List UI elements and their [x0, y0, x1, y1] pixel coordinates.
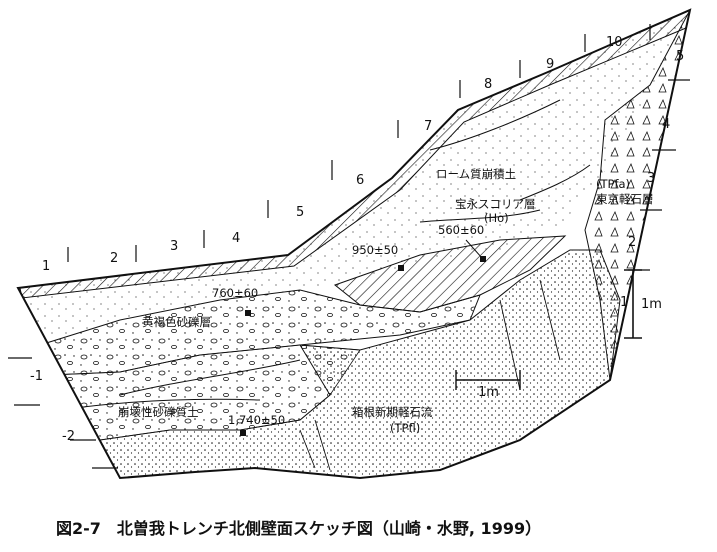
horizontal-scale-bar: 1m [455, 370, 521, 400]
layer-labels: ローム質崩積土 宝永スコリア層 (Ho) (TPfa) 東京軽石層 黄褐色砂礫層… [118, 167, 654, 435]
label-loam: ローム質崩積土 [436, 167, 516, 181]
date-950: 950±50 [352, 243, 398, 257]
top-scale-label-7: 7 [424, 119, 432, 134]
date-760: 760±60 [212, 286, 258, 300]
top-scale-label-5: 5 [296, 205, 304, 220]
right-scale-label-4: 4 [662, 117, 670, 132]
date-labels: 560±60 950±50 760±60 1,740±50 [212, 223, 484, 427]
top-scale-label-10: 10 [606, 35, 623, 50]
label-tokyo-abbr: (TPfa) [596, 177, 630, 191]
top-scale-label-3: 3 [170, 239, 178, 254]
label-tokyo: 東京軽石層 [596, 192, 654, 206]
label-yellow-gravel: 黄褐色砂礫層 [142, 315, 211, 329]
right-scale: 5 4 3 2 1 [620, 49, 690, 310]
left-scale: -1 -2 [8, 357, 118, 469]
top-scale-label-2: 2 [110, 251, 118, 266]
top-scale: 1 2 3 4 5 6 7 8 9 10 [42, 24, 651, 274]
right-scale-label-2: 2 [628, 235, 636, 250]
left-scale-label-minus1: -1 [30, 369, 43, 384]
label-hoei-abbr: (Ho) [484, 211, 509, 225]
right-scale-label-5: 5 [676, 49, 684, 64]
vertical-scale-bar: 1m [624, 269, 662, 339]
label-hoei: 宝永スコリア層 [455, 197, 536, 211]
vertical-scale-label: 1m [641, 297, 662, 312]
label-hakone: 箱根新期軽石流 [352, 405, 433, 419]
trench-wall [16, 8, 692, 480]
right-scale-label-3: 3 [647, 171, 655, 186]
top-scale-label-4: 4 [232, 231, 240, 246]
top-scale-label-6: 6 [356, 173, 364, 188]
label-hakone-abbr: (TPfl) [390, 421, 420, 435]
date-560: 560±60 [438, 223, 484, 237]
top-scale-label-1: 1 [42, 259, 50, 274]
hakone-pumice-flow-layer [99, 249, 621, 478]
left-scale-label-minus2: -2 [62, 429, 75, 444]
figure-caption: 図2-7 北曽我トレンチ北側壁面スケッチ図（山崎・水野, 1999） [56, 519, 541, 538]
tokyo-pumice-layer [584, 10, 690, 381]
label-collapse-gravel: 崩壊性砂礫質土 [118, 405, 199, 419]
right-scale-label-1: 1 [620, 295, 628, 310]
top-scale-label-8: 8 [484, 77, 492, 92]
top-scale-label-9: 9 [546, 57, 554, 72]
horizontal-scale-label: 1m [478, 385, 499, 400]
sample-markers [240, 239, 486, 436]
date-1740: 1,740±50 [228, 413, 285, 427]
